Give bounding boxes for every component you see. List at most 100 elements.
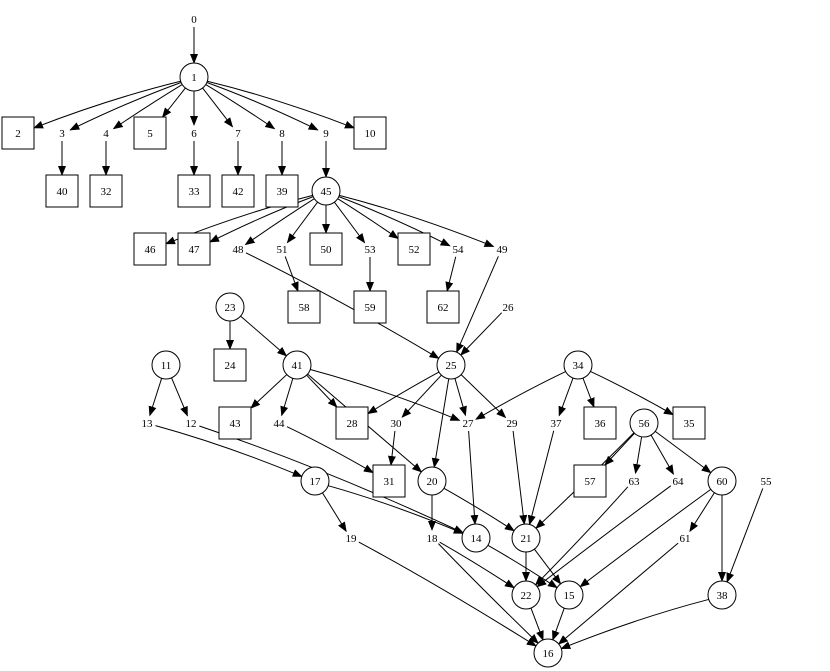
node-41-label: 41 (292, 360, 303, 372)
node-3: 3 (59, 128, 65, 140)
edge-1-to-4 (112, 84, 183, 130)
node-14-label: 14 (471, 533, 483, 545)
edge-56-to-57 (604, 432, 635, 466)
node-36-label: 36 (595, 418, 607, 430)
edge-20-to-21 (443, 487, 515, 532)
edge-1-to-8 (205, 84, 276, 130)
node-14: 14 (461, 523, 491, 553)
edge-layer (33, 26, 764, 650)
node-17-label: 17 (310, 476, 322, 488)
node-33-label: 33 (189, 186, 201, 198)
edge-18-to-22 (439, 541, 515, 589)
node-23-label: 23 (225, 302, 237, 314)
edge-18-to-16 (438, 543, 539, 644)
edge-45-to-47 (209, 196, 314, 243)
node-25: 25 (436, 350, 466, 380)
edge-55-to-38 (726, 488, 764, 583)
node-45-label: 45 (321, 186, 333, 198)
node-61-label: 61 (680, 533, 691, 545)
node-47-box (177, 232, 211, 266)
node-31-label: 31 (384, 476, 395, 488)
node-46-box (133, 232, 167, 266)
node-13-label: 13 (142, 418, 154, 430)
node-10-label: 10 (365, 128, 377, 140)
node-40: 40 (45, 174, 79, 208)
edge-26-to-25 (460, 312, 503, 356)
node-60-label: 60 (717, 476, 729, 488)
node-19: 19 (346, 533, 358, 545)
node-7-label: 7 (235, 128, 241, 140)
node-23-circle (215, 292, 245, 322)
node-51-label: 51 (277, 244, 288, 256)
edge-45-to-48 (244, 198, 315, 246)
node-28: 28 (335, 406, 369, 440)
node-24-box (213, 348, 247, 382)
node-31: 31 (372, 464, 406, 498)
edge-41-to-28 (306, 374, 338, 408)
edge-60-to-61 (689, 492, 715, 533)
edge-56-to-64 (650, 434, 674, 475)
node-60: 60 (707, 466, 737, 496)
node-28-box (335, 406, 369, 440)
node-24: 24 (213, 348, 247, 382)
edge-34-to-37 (558, 377, 574, 417)
edge-14-to-15 (487, 544, 558, 589)
node-2: 2 (1, 116, 35, 150)
node-25-label: 25 (446, 360, 458, 372)
node-2-label: 2 (15, 128, 21, 140)
node-9: 9 (323, 128, 329, 140)
edge-21-to-15 (534, 548, 562, 585)
node-30-label: 30 (391, 418, 403, 430)
node-58-box (287, 290, 321, 324)
node-52: 52 (397, 232, 431, 266)
node-27-label: 27 (463, 418, 475, 430)
node-40-label: 40 (57, 186, 69, 198)
node-35-label: 35 (684, 418, 696, 430)
node-34-label: 34 (573, 360, 585, 372)
node-64-label: 64 (673, 476, 685, 488)
node-2-box (1, 116, 35, 150)
edge-45-to-52 (337, 198, 399, 240)
node-47-label: 47 (189, 244, 201, 256)
node-35-box (672, 406, 706, 440)
node-38-circle (707, 580, 737, 610)
edge-41-to-27 (310, 369, 461, 421)
node-32-box (89, 174, 123, 208)
node-48-label: 48 (233, 244, 245, 256)
node-11: 11 (151, 350, 181, 380)
node-34: 34 (563, 350, 593, 380)
edge-1-to-9 (206, 81, 319, 131)
node-17: 17 (300, 466, 330, 496)
node-20-circle (417, 466, 447, 496)
node-4-label: 4 (103, 128, 109, 140)
edge-49-to-25 (456, 256, 499, 354)
node-43: 43 (218, 406, 252, 440)
node-36-box (583, 406, 617, 440)
node-53: 53 (365, 244, 377, 256)
node-12: 12 (186, 418, 197, 430)
node-41-circle (282, 350, 312, 380)
node-27: 27 (463, 418, 475, 430)
edge-64-to-22 (536, 485, 672, 588)
node-29-label: 29 (507, 418, 519, 430)
node-44: 44 (274, 418, 286, 430)
node-42-label: 42 (233, 186, 244, 198)
node-15-circle (554, 580, 584, 610)
node-22-circle (511, 580, 541, 610)
node-46: 46 (133, 232, 167, 266)
edge-34-to-36 (582, 377, 595, 408)
node-40-box (45, 174, 79, 208)
node-60-circle (707, 466, 737, 496)
edge-25-to-28 (367, 371, 440, 415)
edge-45-to-53 (334, 201, 366, 244)
node-26-label: 26 (503, 302, 515, 314)
edge-29-to-21 (512, 430, 528, 526)
node-15: 15 (554, 580, 584, 610)
node-38-label: 38 (717, 590, 729, 602)
node-30: 30 (391, 418, 403, 430)
node-62: 62 (426, 290, 460, 324)
edge-61-to-16 (557, 542, 679, 645)
node-26: 26 (503, 302, 515, 314)
node-39: 39 (265, 174, 299, 208)
